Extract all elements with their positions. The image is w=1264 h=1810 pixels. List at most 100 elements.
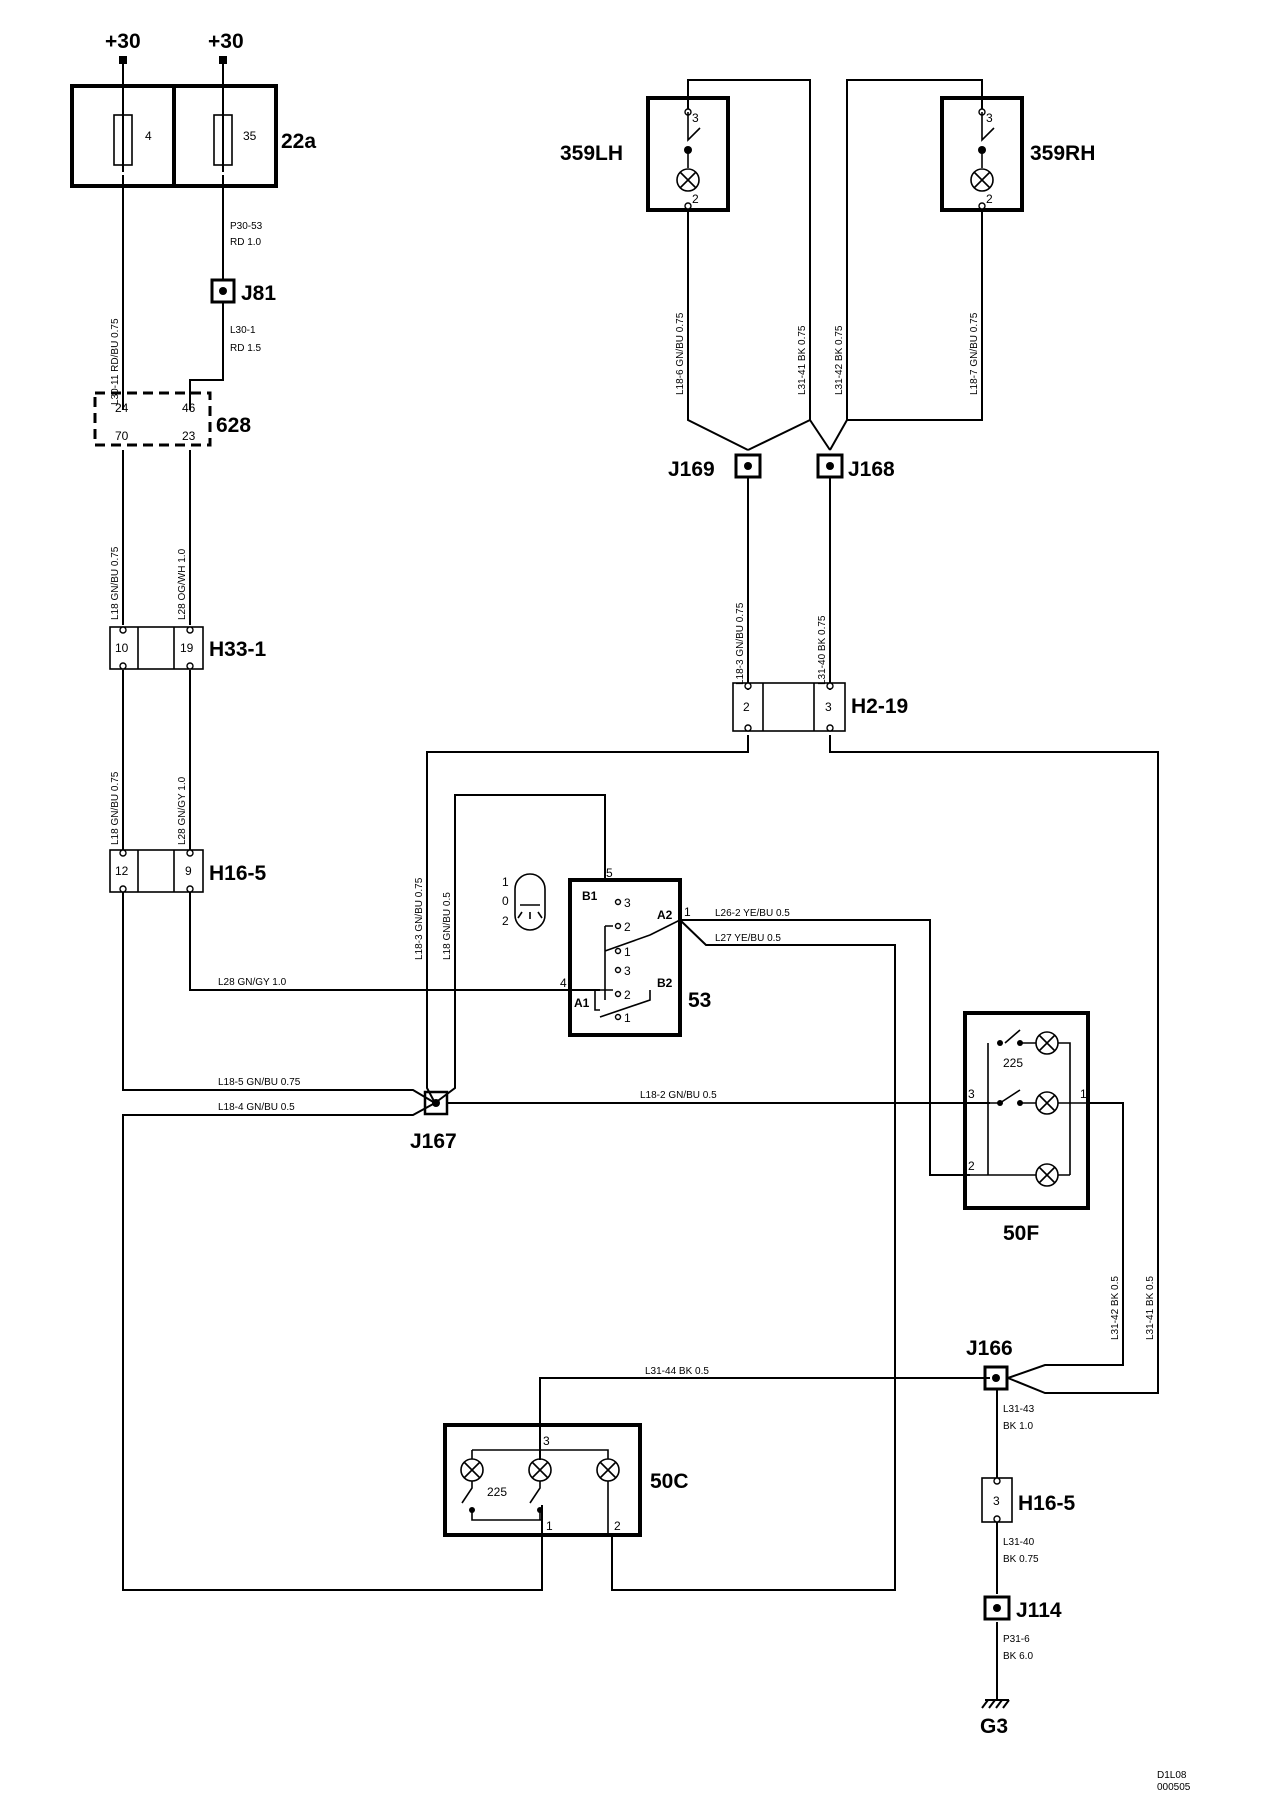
wire-label: BK 1.0 [1003,1421,1033,1432]
svg-text:A1: A1 [574,996,590,1010]
connector-628: 24 46 70 23 628 [93,391,251,447]
svg-text:628: 628 [216,414,251,437]
svg-text:2: 2 [986,192,993,206]
supply-plus30-left: +30 [105,30,141,64]
svg-text:2: 2 [968,1159,975,1173]
svg-text:1: 1 [684,905,691,919]
svg-text:3: 3 [825,700,832,714]
wire-label: L31-44 BK 0.5 [645,1366,709,1377]
wire-label: P30-53 [230,221,263,232]
wire-label: L18-4 GN/BU 0.5 [218,1102,295,1113]
svg-text:H33-1: H33-1 [209,638,267,661]
svg-text:3: 3 [692,111,699,125]
wire-label: L18-2 GN/BU 0.5 [640,1090,717,1101]
wire-label: L28 GN/GY 1.0 [177,776,188,845]
svg-text:1: 1 [624,1011,631,1025]
wire-label: BK 6.0 [1003,1651,1033,1662]
svg-text:50C: 50C [650,1470,689,1493]
wire-label: L18-7 GN/BU 0.75 [969,312,980,395]
module-50c: 3 225 1 2 50C [443,1423,689,1537]
wire-label: P31-6 [1003,1634,1030,1645]
svg-text:53: 53 [688,989,711,1012]
svg-text:+30: +30 [105,30,141,53]
lamp-359lh: 3 2 359LH [560,96,730,212]
svg-text:12: 12 [115,864,129,878]
svg-text:359RH: 359RH [1030,142,1095,165]
wire-label: RD 1.0 [230,237,262,248]
svg-text:1: 1 [502,875,509,889]
drawing-code: D1L08 000505 [1157,1770,1191,1793]
wire-label: L18-5 GN/BU 0.75 [218,1077,301,1088]
wire-label: L18-3 GN/BU 0.75 [735,602,746,685]
wire-label: L28 OG/WH 1.0 [177,548,188,620]
wire-label: L18 GN/BU 0.75 [110,771,121,845]
svg-text:2: 2 [614,1519,621,1533]
light-position-icon: 1 0 2 [502,873,546,931]
wire-label: L31-41 BK 0.5 [1145,1276,1156,1340]
svg-text:B1: B1 [582,889,598,903]
svg-text:B2: B2 [657,976,673,990]
wire-label: L31-40 [1003,1537,1035,1548]
wire-label: L26-2 YE/BU 0.5 [715,908,790,919]
svg-text:3: 3 [993,1494,1000,1508]
svg-text:50F: 50F [1003,1222,1039,1245]
wire-label: L30-1 [230,325,256,336]
wire-label: L28 GN/GY 1.0 [218,977,287,988]
lamp-359rh: 3 2 359RH [940,96,1095,212]
wire-label: L30-11 RD/BU 0.75 [110,318,121,405]
svg-text:J81: J81 [241,282,276,305]
svg-text:J169: J169 [668,458,715,481]
wire-label: L18 GN/BU 0.5 [442,892,453,960]
switch-53: 5 1 4 B1 A2 B2 A1 3 2 1 3 2 1 53 [560,866,711,1037]
wire-label: L18-3 GN/BU 0.75 [414,877,425,960]
connector-h16-5-upper: 12 9 H16-5 [109,849,267,893]
svg-text:+30: +30 [208,30,244,53]
svg-text:3: 3 [543,1434,550,1448]
wire-label: L31-42 BK 0.5 [1110,1276,1121,1340]
wire-label: BK 0.75 [1003,1554,1039,1565]
svg-text:J114: J114 [1016,1599,1062,1622]
svg-text:H16-5: H16-5 [209,862,267,885]
svg-text:2: 2 [743,700,750,714]
wire-label: L31-42 BK 0.75 [834,325,845,395]
supply-plus30-right: +30 [208,30,244,64]
wire-label: RD 1.5 [230,343,262,354]
fusebox-22a: 4 35 22a [70,84,316,188]
connector-h33-1: 10 19 H33-1 [109,626,267,670]
svg-text:2: 2 [624,920,631,934]
svg-text:D1L08: D1L08 [1157,1770,1187,1781]
svg-text:23: 23 [182,429,196,443]
svg-text:19: 19 [180,641,194,655]
svg-text:1: 1 [624,945,631,959]
svg-text:2: 2 [624,988,631,1002]
svg-text:2: 2 [692,192,699,206]
svg-text:3: 3 [986,111,993,125]
svg-text:3: 3 [624,896,631,910]
svg-text:70: 70 [115,429,129,443]
svg-text:1: 1 [546,1519,553,1533]
wire-label: L18-6 GN/BU 0.75 [675,312,686,395]
svg-text:24: 24 [115,401,129,415]
wire-label: L18 GN/BU 0.75 [110,546,121,620]
splice-j114: J114 [983,1595,1062,1622]
svg-text:3: 3 [624,964,631,978]
splice-j166: J166 [966,1337,1013,1391]
svg-text:5: 5 [606,866,613,880]
wire-label: L31-43 [1003,1404,1035,1415]
wires [122,60,1159,1700]
splice-j167: J167 [410,1090,457,1153]
wire-label: L31-40 BK 0.75 [817,615,828,685]
splice-j81: J81 [210,278,276,305]
svg-text:J167: J167 [410,1130,457,1153]
svg-text:9: 9 [185,864,192,878]
svg-text:4: 4 [145,129,152,143]
ground-icon: G3 [980,1699,1010,1738]
svg-text:2: 2 [502,914,509,928]
splice-j169: J169 [668,453,762,481]
wire-label: L27 YE/BU 0.5 [715,933,781,944]
svg-text:000505: 000505 [1157,1782,1191,1793]
svg-text:225: 225 [1003,1056,1023,1070]
svg-text:A2: A2 [657,908,673,922]
svg-text:0: 0 [502,894,509,908]
fusebox-label: 22a [281,130,316,153]
